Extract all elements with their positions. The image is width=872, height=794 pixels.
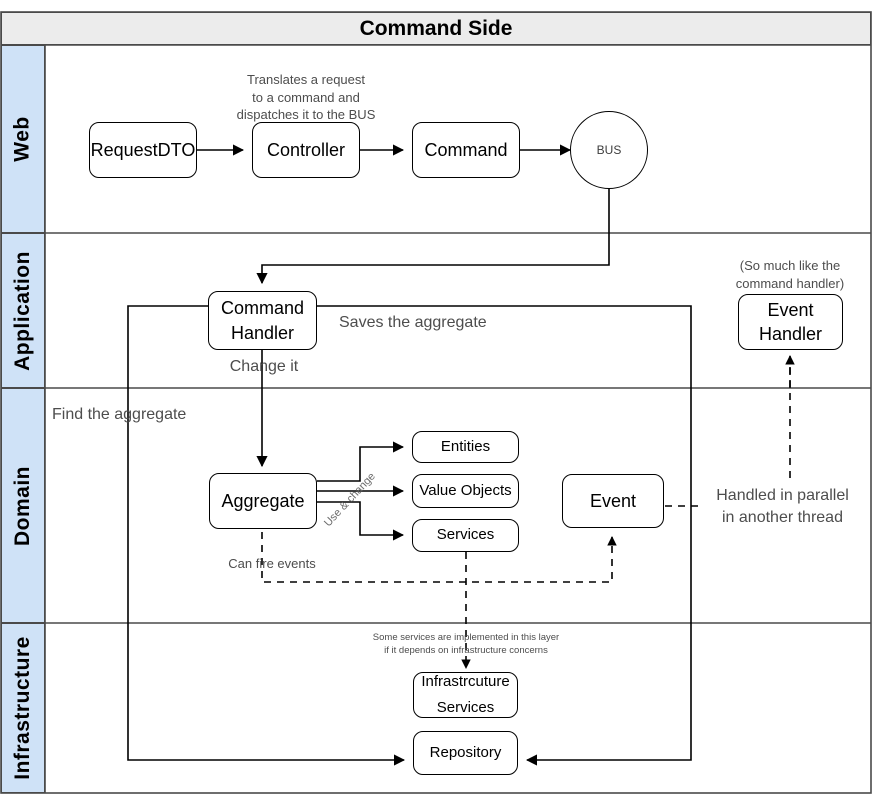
lane-label-application: Application	[11, 250, 34, 371]
lane-header-infrastructure: Infrastructure	[1, 623, 45, 793]
edge-command-handler-repository-find	[127, 305, 406, 766]
edge-bus-command-handler	[256, 189, 610, 285]
node-bus[interactable]: BUS	[570, 111, 648, 189]
edge-command-handler-repository-save	[317, 305, 692, 766]
annotation-can-fire-events: Can fire events	[228, 556, 316, 571]
node-event-handler-label: Event Handler	[758, 299, 823, 344]
pool-title: Command Side	[1, 12, 871, 45]
annotation-find-the-aggregate: Find the aggregate	[52, 406, 187, 423]
node-command[interactable]: Command	[412, 122, 520, 178]
annotation-some-services-note: Some services are implemented in this la…	[372, 632, 560, 656]
node-repository[interactable]: Repository	[413, 731, 518, 775]
node-value-objects[interactable]: Value Objects	[412, 474, 519, 508]
annotation-handled-in-parallel: Handled in parallel in another thread	[716, 487, 849, 526]
annotation-controller-note: Translates a request to a command and di…	[236, 72, 376, 123]
pool-title-label: Command Side	[359, 16, 513, 40]
node-infrastructure-services-label: Infrastrcuture Services	[421, 672, 510, 716]
lane-label-web: Web	[11, 116, 35, 162]
annotation-change-it: Change it	[229, 358, 299, 375]
node-entities[interactable]: Entities	[412, 431, 519, 463]
node-services[interactable]: Services	[412, 519, 519, 552]
node-controller-label: Controller	[266, 139, 346, 160]
node-value-objects-label: Value Objects	[419, 481, 512, 499]
node-command-handler[interactable]: Command Handler	[208, 291, 317, 350]
node-request-dto[interactable]: RequestDTO	[89, 122, 197, 178]
node-entities-label: Entities	[440, 437, 491, 455]
node-request-dto-label: RequestDTO	[90, 139, 196, 160]
lane-header-application: Application	[1, 233, 45, 388]
node-event-handler[interactable]: Event Handler	[738, 294, 843, 350]
node-command-handler-label: Command Handler	[220, 298, 305, 343]
node-bus-label: BUS	[596, 143, 622, 157]
node-aggregate[interactable]: Aggregate	[209, 473, 317, 529]
node-repository-label: Repository	[429, 743, 502, 761]
node-event[interactable]: Event	[562, 474, 664, 528]
lane-header-domain: Domain	[1, 388, 45, 623]
edge-aggregate-entities	[317, 441, 405, 482]
edge-aggregate-event-fire	[261, 532, 617, 583]
node-services-label: Services	[436, 526, 495, 544]
node-infrastructure-services[interactable]: Infrastrcuture Services	[413, 672, 518, 718]
edge-aggregate-services	[317, 501, 405, 541]
annotation-event-handler-note: (So much like the command handler)	[735, 258, 845, 291]
lane-label-domain: Domain	[11, 465, 35, 546]
lane-header-web: Web	[1, 45, 45, 233]
node-command-label: Command	[424, 139, 508, 160]
node-event-label: Event	[589, 490, 637, 511]
annotation-saves-the-aggregate: Saves the aggregate	[339, 314, 487, 331]
lane-label-infrastructure: Infrastructure	[11, 636, 34, 780]
node-aggregate-label: Aggregate	[221, 490, 305, 511]
node-controller[interactable]: Controller	[252, 122, 360, 178]
